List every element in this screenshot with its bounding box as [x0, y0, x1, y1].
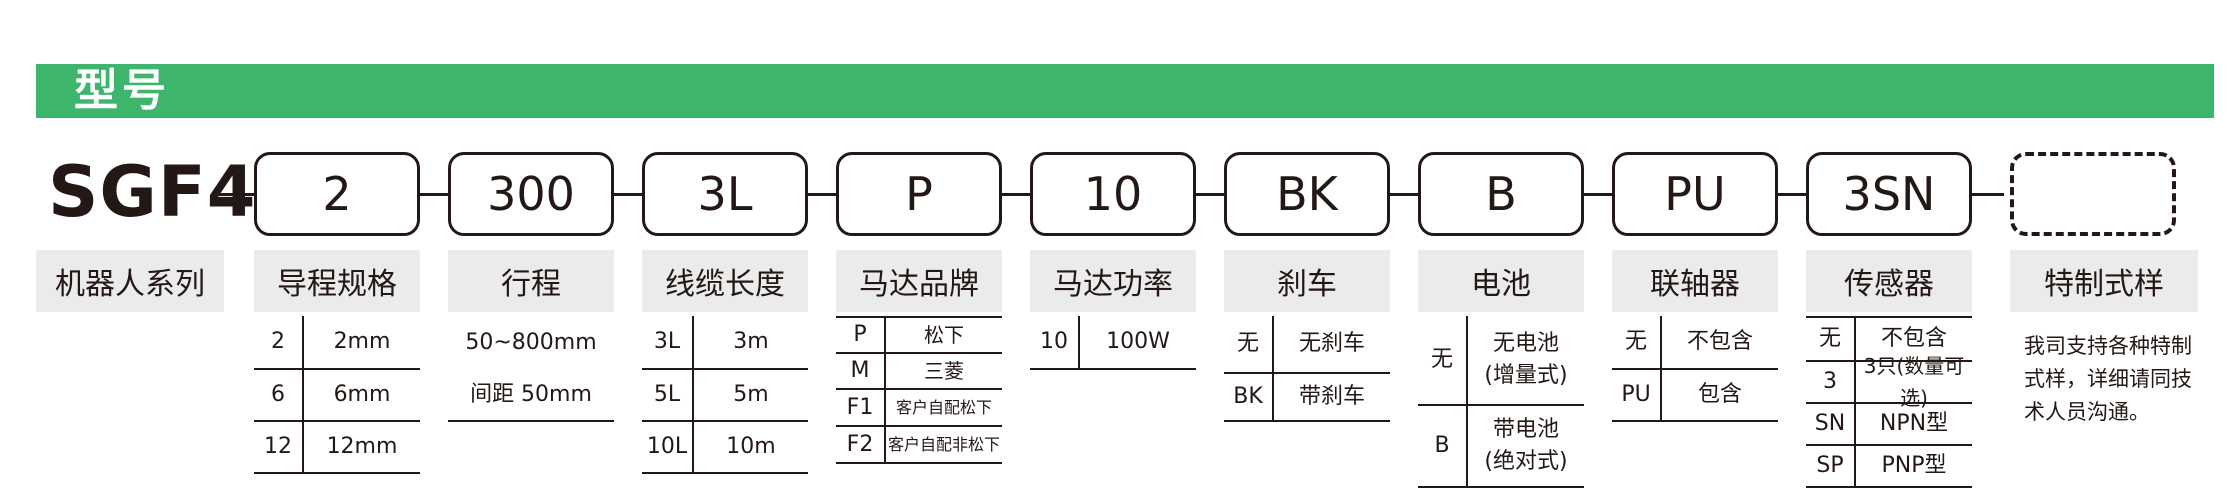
connector-line — [1972, 193, 2004, 196]
divider — [1272, 316, 1274, 422]
code-box-lead: 2 — [254, 152, 420, 236]
table-row: SN NPN型 — [1806, 404, 1972, 446]
banner-title: 型号 — [74, 65, 170, 116]
table-row: 2 2mm — [254, 316, 420, 370]
table-row: 无 无刹车 — [1224, 316, 1390, 374]
coupling-table: 无 不包含 PU 包含 — [1612, 316, 1778, 422]
model-banner: 型号 — [36, 64, 2214, 118]
table-row: P 松下 — [836, 318, 1002, 354]
code-box-coupling: PU — [1612, 152, 1778, 236]
table-row: 无 无电池 (增量式) — [1418, 316, 1584, 406]
header-robot-series: 机器人系列 — [36, 250, 224, 312]
divider — [302, 316, 304, 474]
connector-line — [1390, 193, 1422, 196]
sensor-table: 无 不包含 3 3只(数量可选) SN NPN型 SP PNP型 — [1806, 316, 1972, 490]
header-cable: 线缆长度 — [642, 250, 808, 312]
header-special: 特制式样 — [2010, 250, 2198, 312]
header-motor-power: 马达功率 — [1030, 250, 1196, 312]
table-row: B 带电池 (绝对式) — [1418, 406, 1584, 488]
table-row: F1 客户自配松下 — [836, 390, 1002, 427]
connector-line — [1778, 193, 1810, 196]
connector-line — [212, 193, 256, 196]
stroke-table: 50~800mm 间距 50mm — [448, 316, 614, 422]
code-box-cable: 3L — [642, 152, 808, 236]
special-note: 我司支持各种特制 式样，详细请同技 术人员沟通。 — [2024, 334, 2192, 424]
code-box-brake: BK — [1224, 152, 1390, 236]
header-sensor: 传感器 — [1806, 250, 1972, 312]
table-row: M 三菱 — [836, 354, 1002, 390]
header-brake: 刹车 — [1224, 250, 1390, 312]
header-battery: 电池 — [1418, 250, 1584, 312]
brake-table: 无 无刹车 BK 带刹车 — [1224, 316, 1390, 422]
table-row: PU 包含 — [1612, 370, 1778, 422]
header-coupling: 联轴器 — [1612, 250, 1778, 312]
connector-line — [1002, 193, 1034, 196]
table-row: 无 不包含 — [1612, 316, 1778, 370]
motor-brand-table: P 松下 M 三菱 F1 客户自配松下 F2 客户自配非松下 — [836, 316, 1002, 466]
cable-table: 3L 3m 5L 5m 10L 10m — [642, 316, 808, 474]
table-row: 间距 50mm — [448, 370, 614, 422]
connector-line — [1196, 193, 1228, 196]
table-row: 6 6mm — [254, 370, 420, 422]
table-row: 10L 10m — [642, 422, 808, 474]
code-box-sensor: 3SN — [1806, 152, 1972, 236]
connector-line — [1584, 193, 1616, 196]
battery-table: 无 无电池 (增量式) B 带电池 (绝对式) — [1418, 316, 1584, 488]
table-row: 3 3只(数量可选) — [1806, 354, 1972, 410]
header-motor-brand: 马达品牌 — [836, 250, 1002, 312]
table-row: SP PNP型 — [1806, 446, 1972, 488]
table-row: 无 不包含 — [1806, 318, 1972, 362]
connector-line — [614, 193, 646, 196]
divider — [1466, 316, 1468, 488]
divider — [692, 316, 694, 474]
motor-power-table: 10 100W — [1030, 316, 1196, 370]
divider — [1078, 316, 1080, 370]
code-box-battery: B — [1418, 152, 1584, 236]
code-box-stroke: 300 — [448, 152, 614, 236]
table-row: 50~800mm — [465, 330, 597, 355]
code-box-special — [2010, 152, 2176, 236]
code-box-motor-brand: P — [836, 152, 1002, 236]
code-box-motor-power: 10 — [1030, 152, 1196, 236]
connector-line — [808, 193, 840, 196]
divider — [884, 318, 886, 464]
table-row: 10 100W — [1030, 316, 1196, 370]
table-row: 3L 3m — [642, 316, 808, 370]
series-code: SGF4 — [48, 151, 257, 233]
header-stroke: 行程 — [448, 250, 614, 312]
table-row: BK 带刹车 — [1224, 374, 1390, 422]
header-lead: 导程规格 — [254, 250, 420, 312]
table-row: F2 客户自配非松下 — [836, 427, 1002, 464]
connector-line — [420, 193, 450, 196]
table-row: 12 12mm — [254, 422, 420, 474]
table-row: 5L 5m — [642, 370, 808, 422]
lead-table: 2 2mm 6 6mm 12 12mm — [254, 316, 420, 474]
